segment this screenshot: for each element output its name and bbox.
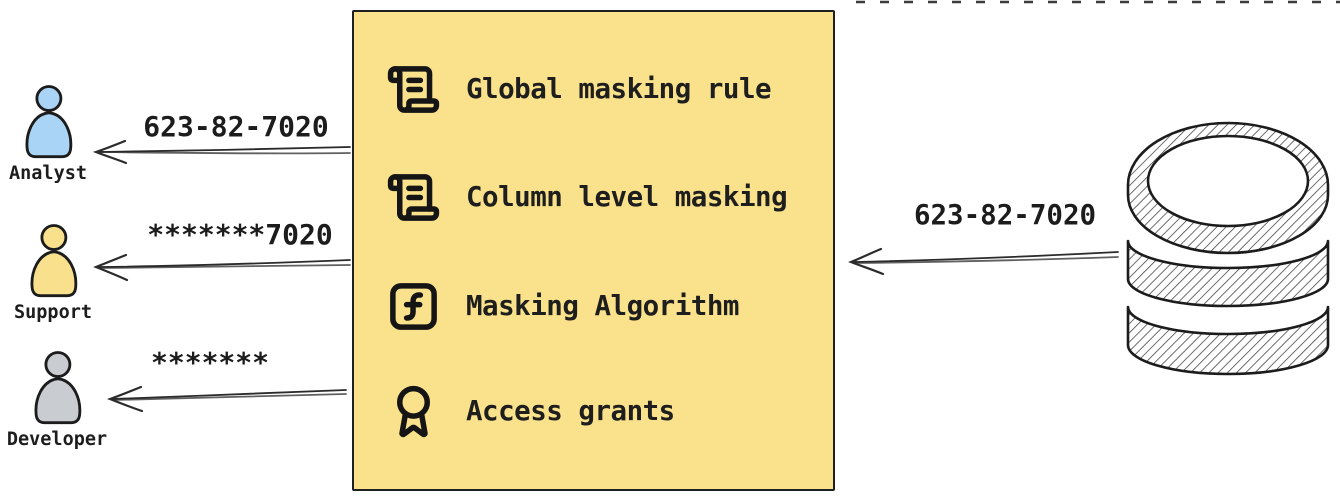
actor-label: Support xyxy=(14,302,92,323)
source-value: 623-82-7020 xyxy=(913,199,1097,231)
database-icon xyxy=(1126,121,1330,376)
arrow-to-developer xyxy=(106,385,347,413)
box-item-access-grants: Access grants xyxy=(386,383,675,439)
scroll-text-icon xyxy=(387,173,440,221)
arrow-from-database xyxy=(848,247,1119,276)
award-icon xyxy=(397,385,430,437)
function-square-icon xyxy=(390,282,437,330)
person-icon xyxy=(34,351,82,425)
actor-support: Support xyxy=(5,224,101,323)
actor-analyst: Analyst xyxy=(0,85,96,184)
person-icon xyxy=(25,85,73,159)
box-item-label: Global masking rule xyxy=(466,73,772,105)
actor-label: Analyst xyxy=(9,163,87,184)
arrow-to-analyst xyxy=(92,139,351,165)
person-icon xyxy=(30,224,78,298)
box-item-label: Masking Algorithm xyxy=(466,290,739,322)
box-item-label: Access grants xyxy=(466,395,675,427)
box-item-masking-algorithm: Masking Algorithm xyxy=(386,278,739,334)
masked-value-support: *******7020 xyxy=(147,218,333,251)
box-item-label: Column level masking xyxy=(466,181,788,213)
actor-developer: Developer xyxy=(6,351,108,450)
box-item-global-masking-rule: Global masking rule xyxy=(386,61,772,117)
masked-value-developer: ******* xyxy=(151,346,270,379)
box-item-column-level-masking: Column level masking xyxy=(386,169,788,225)
masking-policy-box: Global masking rule Column level masking… xyxy=(352,10,835,491)
scroll-text-icon xyxy=(387,65,440,113)
arrow-to-support xyxy=(93,253,351,282)
masked-value-analyst: 623-82-7020 xyxy=(143,110,329,143)
actor-label: Developer xyxy=(6,429,108,450)
